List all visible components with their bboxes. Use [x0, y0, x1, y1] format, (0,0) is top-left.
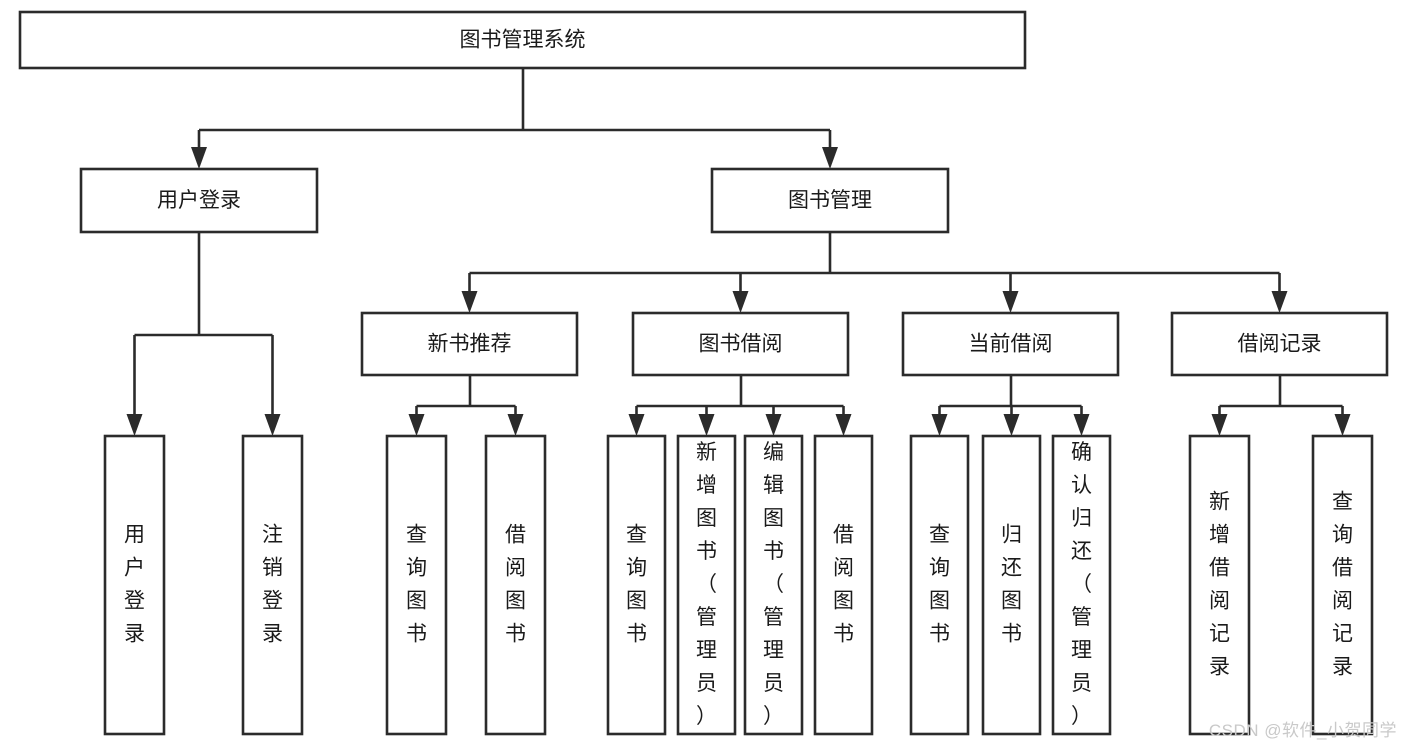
node-box-leaf-user-login — [103, 434, 166, 736]
node-current-borrow[interactable]: 当前借阅 — [901, 311, 1120, 377]
node-book-manage[interactable]: 图书管理 — [710, 167, 950, 234]
arrow-head-book-borrow — [732, 291, 749, 313]
node-label-leaf-return-book: 归还图书 — [1001, 523, 1022, 645]
node-box-leaf-logout — [241, 434, 304, 736]
node-label-leaf-user-login: 用户登录 — [124, 523, 145, 645]
node-user-login[interactable]: 用户登录 — [79, 167, 319, 234]
node-leaf-query-record[interactable]: 查询借阅记录 — [1311, 434, 1374, 736]
node-label-new-book-recommend: 新书推荐 — [428, 333, 512, 356]
node-box-leaf-query-book-3 — [909, 434, 970, 736]
node-box-leaf-return-book — [981, 434, 1042, 736]
arrow-head-leaf-borrow-book-1 — [507, 414, 524, 436]
arrow-head-leaf-edit-book — [765, 414, 782, 436]
arrow-head-leaf-query-book-2 — [628, 414, 645, 436]
node-box-root — [18, 10, 1027, 70]
nodes-layer: 图书管理系统用户登录图书管理新书推荐图书借阅当前借阅借阅记录用户登录注销登录查询… — [18, 10, 1389, 736]
arrow-head-leaf-query-book-1 — [408, 414, 425, 436]
node-leaf-confirm-return[interactable]: 确认归还（管理员） — [1051, 434, 1112, 736]
node-box-leaf-confirm-return — [1051, 434, 1112, 736]
node-leaf-add-record[interactable]: 新增借阅记录 — [1188, 434, 1251, 736]
node-box-current-borrow — [901, 311, 1120, 377]
arrow-head-leaf-query-record — [1334, 414, 1351, 436]
node-leaf-edit-book[interactable]: 编辑图书（管理员） — [743, 434, 804, 736]
node-leaf-borrow-book-1[interactable]: 借阅图书 — [484, 434, 547, 736]
node-box-leaf-add-record — [1188, 434, 1251, 736]
arrow-head-leaf-return-book — [1003, 414, 1020, 436]
node-leaf-query-book-2[interactable]: 查询图书 — [606, 434, 667, 736]
node-label-current-borrow: 当前借阅 — [969, 333, 1053, 356]
node-label-leaf-borrow-book-2: 借阅图书 — [833, 523, 854, 645]
node-new-book-recommend[interactable]: 新书推荐 — [360, 311, 579, 377]
node-label-book-manage: 图书管理 — [788, 189, 872, 212]
node-root[interactable]: 图书管理系统 — [18, 10, 1027, 70]
node-leaf-user-login[interactable]: 用户登录 — [103, 434, 166, 736]
node-label-leaf-query-book-3: 查询图书 — [929, 523, 950, 645]
node-label-leaf-edit-book: 编辑图书（管理员） — [763, 441, 784, 728]
arrow-head-leaf-logout — [264, 414, 281, 436]
node-label-leaf-query-record: 查询借阅记录 — [1332, 490, 1353, 678]
connectors-layer — [126, 68, 1351, 436]
node-box-leaf-borrow-book-2 — [813, 434, 874, 736]
arrow-head-leaf-borrow-book-2 — [835, 414, 852, 436]
node-book-borrow[interactable]: 图书借阅 — [631, 311, 850, 377]
node-label-book-borrow: 图书借阅 — [699, 333, 783, 356]
arrow-head-leaf-user-login — [126, 414, 143, 436]
node-box-borrow-record — [1170, 311, 1389, 377]
arrow-head-leaf-add-record — [1211, 414, 1228, 436]
node-leaf-return-book[interactable]: 归还图书 — [981, 434, 1042, 736]
node-label-leaf-borrow-book-1: 借阅图书 — [505, 523, 526, 645]
csdn-watermark: CSDN @软件_小贺同学 — [1208, 721, 1397, 740]
node-box-leaf-borrow-book-1 — [484, 434, 547, 736]
node-label-root: 图书管理系统 — [460, 29, 586, 52]
node-label-leaf-query-book-1: 查询图书 — [406, 523, 427, 645]
node-box-book-manage — [710, 167, 950, 234]
node-leaf-query-book-1[interactable]: 查询图书 — [385, 434, 448, 736]
arrow-head-book-manage — [822, 147, 838, 169]
arrow-head-user-login — [191, 147, 207, 169]
arrow-head-new-book-recommend — [461, 291, 478, 313]
node-box-leaf-query-record — [1311, 434, 1374, 736]
node-box-user-login — [79, 167, 319, 234]
node-leaf-add-book[interactable]: 新增图书（管理员） — [676, 434, 737, 736]
node-label-leaf-confirm-return: 确认归还（管理员） — [1071, 441, 1092, 728]
arrow-head-leaf-query-book-3 — [931, 414, 948, 436]
node-label-leaf-logout: 注销登录 — [262, 523, 283, 645]
node-box-book-borrow — [631, 311, 850, 377]
node-leaf-borrow-book-2[interactable]: 借阅图书 — [813, 434, 874, 736]
arrow-head-current-borrow — [1002, 291, 1019, 313]
node-borrow-record[interactable]: 借阅记录 — [1170, 311, 1389, 377]
node-leaf-logout[interactable]: 注销登录 — [241, 434, 304, 736]
node-box-leaf-query-book-1 — [385, 434, 448, 736]
node-box-leaf-add-book — [676, 434, 737, 736]
node-label-user-login: 用户登录 — [157, 189, 241, 212]
node-label-leaf-add-book: 新增图书（管理员） — [696, 441, 717, 728]
node-box-leaf-edit-book — [743, 434, 804, 736]
arrow-head-leaf-add-book — [698, 414, 715, 436]
node-label-leaf-query-book-2: 查询图书 — [626, 523, 647, 645]
arrow-head-borrow-record — [1271, 291, 1288, 313]
arrow-head-leaf-confirm-return — [1073, 414, 1090, 436]
node-label-leaf-add-record: 新增借阅记录 — [1209, 490, 1230, 678]
node-label-borrow-record: 借阅记录 — [1238, 333, 1322, 356]
node-box-leaf-query-book-2 — [606, 434, 667, 736]
node-box-new-book-recommend — [360, 311, 579, 377]
node-leaf-query-book-3[interactable]: 查询图书 — [909, 434, 970, 736]
